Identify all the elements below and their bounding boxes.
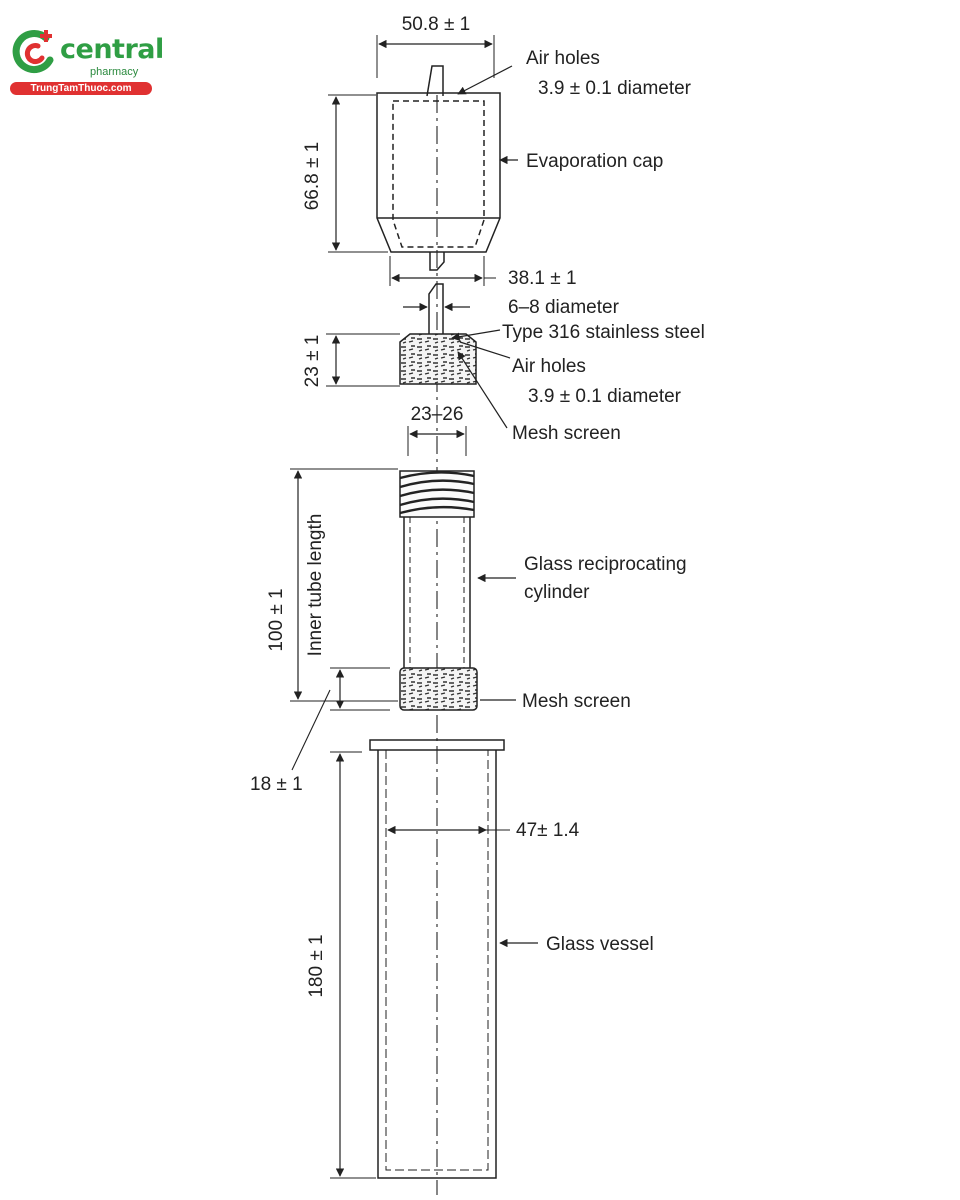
label-mesh-screen-bottom: Mesh screen [522, 691, 631, 712]
label-cap2-height: 23 ± 1 [302, 335, 323, 388]
leader-air-holes-mid [459, 341, 511, 359]
label-top-width: 50.8 ± 1 [402, 14, 471, 35]
small-cap [399, 333, 477, 385]
label-bottom-cap-height: 18 ± 1 [250, 774, 303, 795]
logo-url-bar: TrungTamThuoc.com [10, 82, 152, 95]
label-rod-material: Type 316 stainless steel [502, 322, 705, 343]
logo-sub: pharmacy [90, 66, 139, 78]
cap-rod [429, 252, 445, 271]
label-air-holes-top: Air holes [526, 48, 600, 69]
label-vessel-height: 180 ± 1 [306, 934, 327, 997]
logo-mark-icon [12, 30, 54, 73]
label-tube-height: 100 ± 1 [266, 588, 287, 651]
glass-vessel [369, 739, 505, 1179]
glass-cylinder [399, 470, 478, 711]
label-glass-cylinder-1: Glass reciprocating [524, 554, 687, 575]
label-air-holes-mid: Air holes [512, 356, 586, 377]
leader-mesh-top [457, 351, 508, 429]
label-screen-width: 23–26 [411, 404, 464, 425]
leader-bottom-cap [291, 689, 331, 771]
label-rod-dia: 6–8 diameter [508, 297, 620, 318]
evaporation-cap [376, 92, 501, 253]
steel-rod [428, 283, 444, 335]
label-air-holes-top-dia: 3.9 ± 0.1 diameter [538, 78, 692, 99]
logo: central pharmacy TrungTamThuoc.com [8, 26, 164, 98]
label-glass-cylinder-2: cylinder [524, 582, 590, 603]
label-air-holes-mid-dia: 3.9 ± 0.1 diameter [528, 386, 682, 407]
label-cap-height: 66.8 ± 1 [302, 142, 323, 211]
leader-air-holes-top [457, 65, 513, 95]
label-cap-bottom-width: 38.1 ± 1 [508, 268, 577, 289]
leader-steel [451, 329, 501, 341]
top-rod [426, 65, 444, 97]
label-glass-vessel: Glass vessel [546, 934, 654, 955]
label-evaporation-cap: Evaporation cap [526, 151, 663, 172]
label-mesh-screen-top: Mesh screen [512, 423, 621, 444]
label-inner-tube-length: Inner tube length [305, 514, 326, 657]
logo-word: central [60, 34, 164, 65]
label-vessel-width: 47± 1.4 [516, 820, 580, 841]
